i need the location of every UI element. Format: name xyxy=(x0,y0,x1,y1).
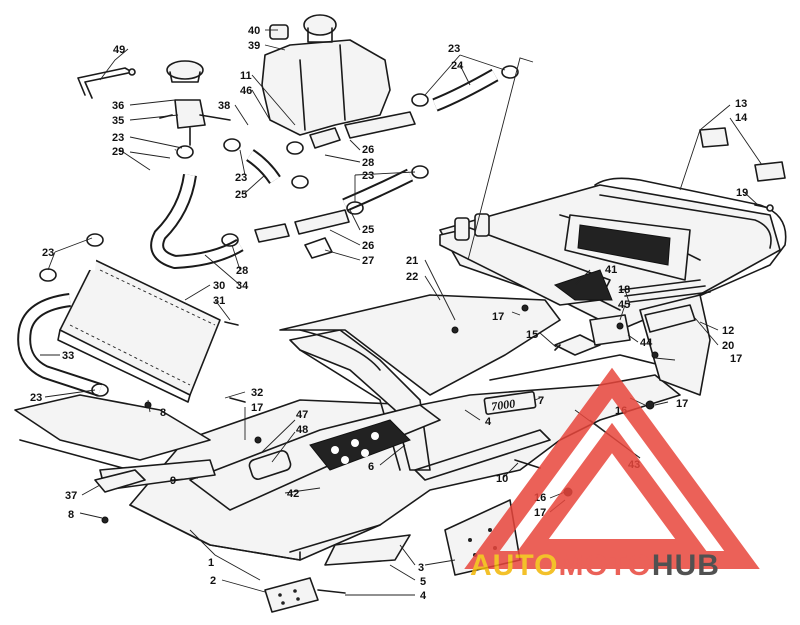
callout-17: 17 xyxy=(730,353,742,365)
callout-35: 35 xyxy=(112,115,124,127)
watermark-auto: AUTO xyxy=(470,549,558,582)
callout-33: 33 xyxy=(62,350,74,362)
callout-29: 29 xyxy=(112,146,124,158)
callout-12: 12 xyxy=(722,325,734,337)
rear-bumper-assembly xyxy=(439,127,787,396)
callout-10: 10 xyxy=(496,473,508,485)
callout-23: 23 xyxy=(235,172,247,184)
callout-24: 24 xyxy=(451,60,464,72)
coolant-hoses xyxy=(17,68,499,397)
callout-6: 6 xyxy=(368,461,374,473)
callout-23: 23 xyxy=(30,392,42,404)
callout-30: 30 xyxy=(213,280,225,292)
callout-21: 21 xyxy=(406,255,418,267)
callout-40: 40 xyxy=(248,25,260,37)
callout-5: 5 xyxy=(420,576,426,588)
filler-neck xyxy=(159,60,231,146)
callout-17: 17 xyxy=(676,398,688,410)
callout-15: 15 xyxy=(526,329,538,341)
leader-lines xyxy=(40,29,763,596)
callout-2: 2 xyxy=(210,575,216,587)
coolant-tank xyxy=(261,14,391,136)
callout-37: 37 xyxy=(65,490,77,502)
callout-19: 19 xyxy=(736,187,748,199)
callout-36: 36 xyxy=(112,100,124,112)
callout-44: 44 xyxy=(640,337,653,349)
watermark-triangle-inner xyxy=(513,422,711,557)
callout-8: 8 xyxy=(160,407,166,419)
callout-17: 17 xyxy=(534,507,546,519)
callout-20: 20 xyxy=(722,340,734,352)
watermark-moto: MOTO xyxy=(558,549,651,582)
callout-17: 17 xyxy=(251,402,263,414)
cross-brace xyxy=(439,213,613,306)
callout-22: 22 xyxy=(406,271,418,283)
callout-3: 3 xyxy=(418,562,424,574)
callout-28: 28 xyxy=(236,265,248,277)
callout-25: 25 xyxy=(362,224,374,236)
callout-8: 8 xyxy=(68,509,74,521)
callout-23: 23 xyxy=(42,247,54,259)
bypass-rod xyxy=(77,67,136,99)
callout-42: 42 xyxy=(287,488,299,500)
callout-31: 31 xyxy=(213,295,225,307)
callout-26: 26 xyxy=(362,144,374,156)
callout-14: 14 xyxy=(735,112,748,124)
svg-text:AUTOMOTOHUB: AUTOMOTOHUB xyxy=(470,549,720,582)
callout-48: 48 xyxy=(296,424,308,436)
callout-23: 23 xyxy=(112,132,124,144)
callout-28: 28 xyxy=(362,157,374,169)
heat-exchanger xyxy=(57,259,221,403)
callout-32: 32 xyxy=(251,387,263,399)
callout-39: 39 xyxy=(248,40,260,52)
belly-pan xyxy=(14,294,681,566)
watermark: AUTOMOTOHUB xyxy=(464,367,760,582)
callout-46: 46 xyxy=(240,85,252,97)
callout-49: 49 xyxy=(113,44,125,56)
callout-4: 4 xyxy=(485,416,492,428)
callout-11: 11 xyxy=(240,70,252,82)
callout-45: 45 xyxy=(618,299,630,311)
watermark-hub: HUB xyxy=(652,549,720,582)
callout-1: 1 xyxy=(208,557,214,569)
decal-7000: 7000 xyxy=(490,396,516,413)
callout-34: 34 xyxy=(236,280,249,292)
callout-26: 26 xyxy=(362,240,374,252)
coolant-tubes xyxy=(254,111,416,243)
callout-47: 47 xyxy=(296,409,308,421)
callout-27: 27 xyxy=(362,255,374,267)
callout-18: 18 xyxy=(618,284,630,296)
callout-13: 13 xyxy=(735,98,747,110)
watermark-triangle-logo xyxy=(464,367,760,569)
callout-23: 23 xyxy=(362,170,374,182)
callout-41: 41 xyxy=(605,264,617,276)
callout-7: 7 xyxy=(538,395,544,407)
callout-9: 9 xyxy=(170,475,176,487)
callout-4: 4 xyxy=(420,590,427,602)
callout-17: 17 xyxy=(492,311,504,323)
callout-38: 38 xyxy=(218,100,230,112)
callout-25: 25 xyxy=(235,189,247,201)
callout-23: 23 xyxy=(448,43,460,55)
